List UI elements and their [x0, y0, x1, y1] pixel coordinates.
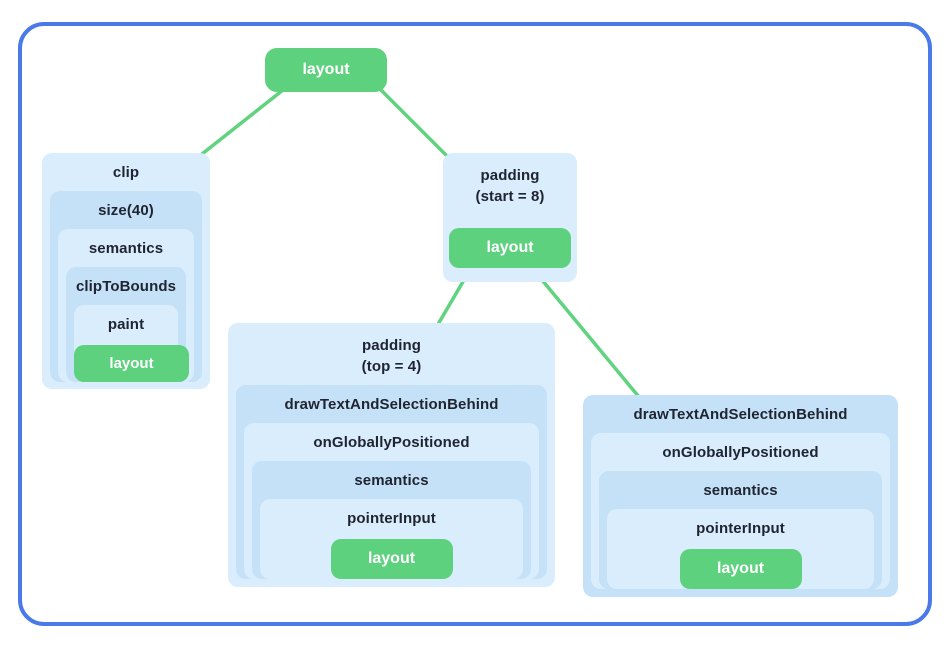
modifier-label-semantics-right: semantics	[703, 482, 778, 499]
padding-start-line2: (start = 8)	[475, 188, 545, 205]
modifier-box-semantics-middle: semantics pointerInput layout	[252, 461, 531, 579]
modifier-label-pointerinput-right: pointerInput	[696, 520, 785, 537]
connector-padding-start-to-right-chain	[540, 278, 641, 399]
modifier-box-semantics: semantics clipToBounds paint layout	[58, 229, 194, 382]
node-layout-leaf-clip: layout	[74, 345, 189, 382]
padding-start-line1: padding	[480, 167, 540, 184]
right-chain-box: drawTextAndSelectionBehind onGloballyPos…	[583, 395, 898, 597]
modifier-label-ongloballypositioned-right: onGloballyPositioned	[662, 444, 819, 461]
modifier-box-size: size(40) semantics clipToBounds paint la…	[50, 191, 202, 382]
padding-top-chain-box: padding (top = 4) drawTextAndSelectionBe…	[228, 323, 555, 587]
modifier-box-semantics-right: semantics pointerInput layout	[599, 471, 882, 589]
modifier-box-pointerinput-middle: pointerInput layout	[260, 499, 523, 579]
node-layout-leaf-right: layout	[679, 549, 802, 589]
modifier-label-size: size(40)	[98, 202, 154, 219]
clip-chain-box: clip size(40) semantics clipToBounds pai…	[42, 153, 210, 389]
modifier-label-drawtext-middle: drawTextAndSelectionBehind	[284, 396, 499, 413]
modifier-box-paint: paint layout	[74, 305, 189, 382]
node-root-layout: layout	[265, 48, 387, 92]
connector-root-to-clip	[200, 88, 285, 156]
modifier-box-pointerinput-right: pointerInput layout	[607, 509, 874, 589]
node-layout-leaf-middle: layout	[330, 539, 453, 579]
modifier-label-ongloballypositioned-middle: onGloballyPositioned	[313, 434, 470, 451]
padding-start-box: padding (start = 8) layout	[443, 153, 577, 282]
modifier-label-drawtext-right: drawTextAndSelectionBehind	[633, 406, 848, 423]
padding-top-line1: padding	[361, 337, 422, 354]
modifier-box-drawtext-middle: drawTextAndSelectionBehind onGloballyPos…	[236, 385, 547, 579]
modifier-label-paint: paint	[107, 316, 145, 333]
modifier-box-ongloballypositioned-right: onGloballyPositioned semantics pointerIn…	[591, 433, 890, 589]
node-layout-leaf-padding-start: layout	[449, 228, 571, 268]
connector-root-to-padding-start	[379, 88, 449, 158]
modifier-label-cliptobounds: clipToBounds	[75, 278, 177, 295]
modifier-box-cliptobounds: clipToBounds paint layout	[66, 267, 189, 382]
modifier-label-padding-start: padding (start = 8)	[443, 153, 577, 215]
modifier-label-semantics: semantics	[88, 240, 164, 257]
modifier-label-semantics-middle: semantics	[354, 472, 429, 489]
padding-top-line2: (top = 4)	[361, 358, 422, 375]
modifier-label-padding-top: padding (top = 4)	[228, 323, 555, 385]
modifier-label-pointerinput-middle: pointerInput	[347, 510, 436, 527]
modifier-box-ongloballypositioned-middle: onGloballyPositioned semantics pointerIn…	[244, 423, 539, 579]
connector-padding-start-to-padding-top	[435, 278, 466, 328]
modifier-label-clip: clip	[112, 164, 140, 181]
diagram-frame	[18, 22, 932, 626]
